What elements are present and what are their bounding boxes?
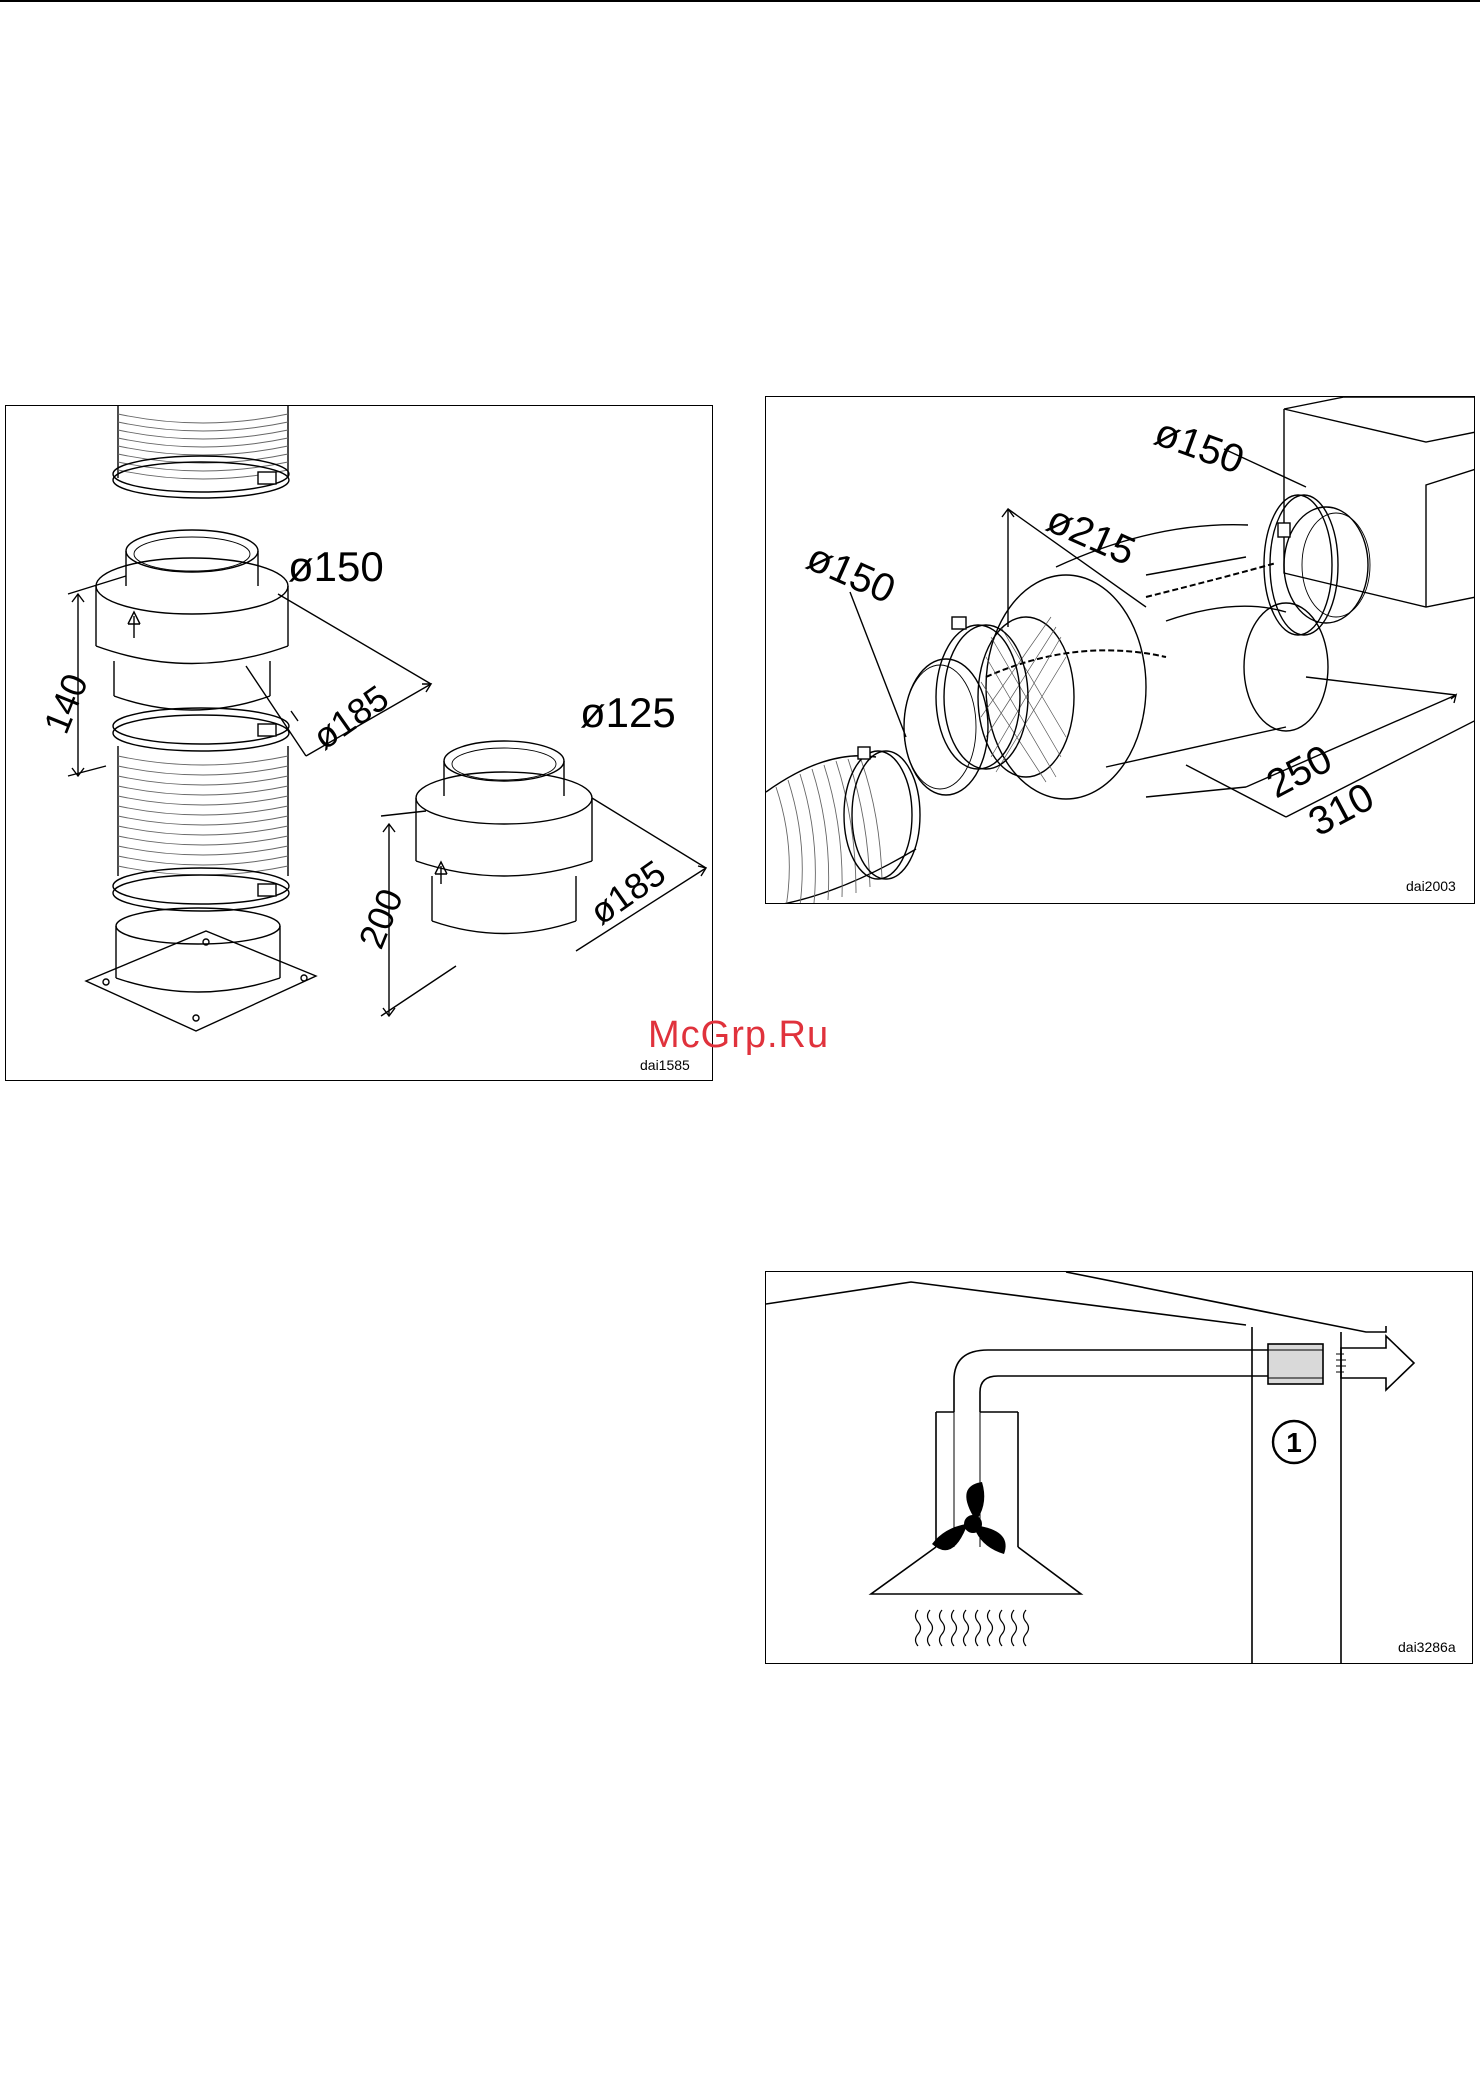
- dim-d150-outlet: ø150: [1149, 410, 1250, 483]
- watermark: McGrp.Ru: [648, 1014, 829, 1057]
- dim-d150: ø150: [288, 543, 384, 590]
- callout-1: 1: [1286, 1427, 1302, 1458]
- top-rule: [0, 0, 1480, 2]
- figure-code: dai1585: [640, 1057, 690, 1073]
- figure-hood-schematic: 1 dai3286a: [765, 1271, 1473, 1664]
- dim-140: 140: [35, 668, 96, 739]
- dim-d185-upper: ø185: [305, 677, 396, 758]
- dim-d125: ø125: [580, 689, 676, 736]
- figure-code: dai3286a: [1398, 1639, 1456, 1655]
- dim-d150-inlet: ø150: [800, 535, 901, 612]
- figure-code: dai2003: [1406, 878, 1456, 894]
- dim-d185-lower: ø185: [582, 852, 673, 933]
- fan-icon: [932, 1482, 1006, 1554]
- inline-filter-drawing: ø150 ø215 ø150 250 310 dai2003: [766, 397, 1475, 904]
- figure-duct-fan-vertical: ø150 ø185 140 ø125 ø185 200 dai1585: [5, 405, 713, 1081]
- figure-inline-filter: ø150 ø215 ø150 250 310 dai2003: [765, 396, 1475, 904]
- dim-200: 200: [350, 883, 411, 954]
- dim-d215: ø215: [1040, 497, 1141, 574]
- hood-schematic-drawing: 1 dai3286a: [766, 1272, 1473, 1664]
- duct-fan-vertical-drawing: ø150 ø185 140 ø125 ø185 200 dai1585: [6, 406, 713, 1081]
